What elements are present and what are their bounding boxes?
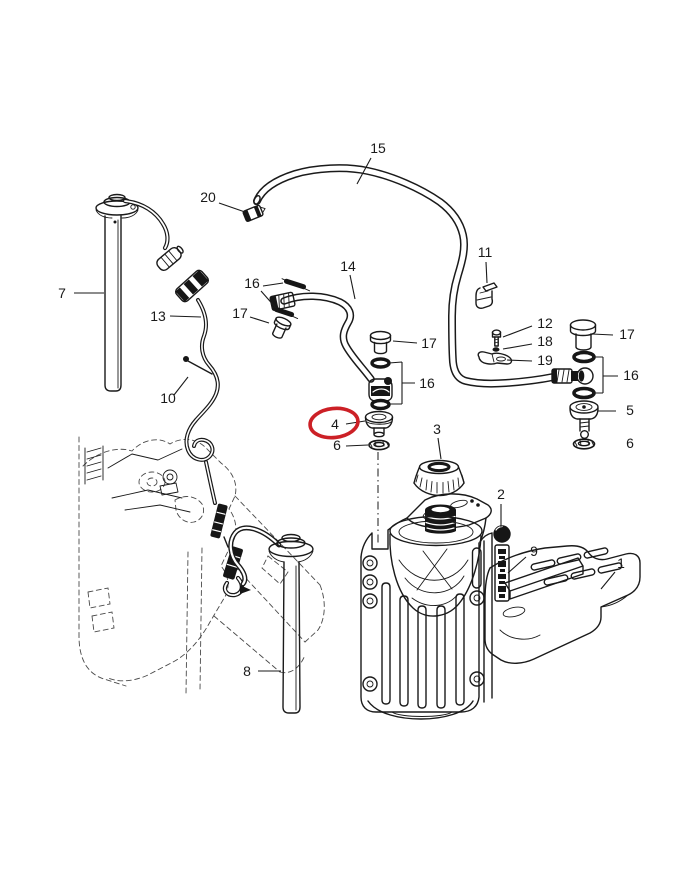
leader-p20 (218, 202, 246, 213)
callout-9: 9 (530, 543, 538, 559)
leader-p12 (502, 325, 533, 338)
cable-connector-upper (156, 245, 184, 271)
plug-2 (493, 525, 511, 543)
cable-connector-lower (174, 269, 210, 303)
callout-13: 13 (150, 308, 166, 324)
pump-body (360, 515, 493, 720)
bracket-19 (477, 351, 513, 365)
seal-16-left-lower (271, 306, 299, 319)
leader-p6-mid (345, 444, 369, 447)
callout-17-right: 17 (619, 326, 635, 342)
o-ring-16-right-upper (572, 350, 596, 364)
leader-p17-left (249, 316, 270, 324)
filler-neck (425, 504, 456, 534)
leader-p11 (485, 261, 488, 284)
decal-9 (494, 544, 510, 602)
callout-3: 3 (433, 421, 441, 437)
callout-16-mid: 16 (419, 375, 435, 391)
callout-5: 5 (626, 402, 634, 418)
nut-18 (492, 347, 500, 352)
pin-10 (183, 356, 213, 375)
callout-6-mid: 6 (333, 437, 341, 453)
engine-block-ghost-outline (78, 436, 325, 695)
clip-11 (475, 282, 498, 309)
leader-p15 (356, 157, 372, 185)
leader-p17-mid (392, 340, 418, 344)
callout-6-right: 6 (626, 435, 634, 451)
callout-1: 1 (617, 555, 625, 571)
leader-p16-right (592, 356, 618, 394)
callout-20: 20 (200, 189, 216, 205)
dipstick-tube-8 (228, 525, 314, 714)
leader-p18 (502, 343, 533, 350)
engine-front-detail (84, 445, 191, 513)
leader-p17-right (591, 333, 614, 336)
callout-16-left: 16 (244, 275, 260, 291)
screw-12 (491, 329, 502, 347)
bolt-bosses (362, 555, 485, 692)
hose-15 (253, 164, 594, 388)
callout-19: 19 (537, 352, 553, 368)
breather-valve-4 (364, 410, 394, 438)
o-ring-16-right-lower (572, 386, 596, 400)
leader-p3 (437, 437, 442, 460)
cable-sensor-segment-1 (210, 503, 228, 539)
banjo-ball-fitting (576, 367, 594, 385)
callout-18: 18 (537, 333, 553, 349)
red-highlight-ellipse (308, 406, 360, 440)
seal-16-left-upper (281, 278, 311, 292)
leader-p1 (600, 571, 616, 590)
leader-p14 (349, 274, 356, 300)
leader-p4 (345, 420, 366, 425)
plug-17-right (569, 319, 597, 351)
callout-11: 11 (478, 244, 493, 260)
filler-cap-3 (413, 459, 465, 497)
callout-15: 15 (370, 140, 386, 156)
pump-reservoir-assembly (360, 459, 641, 720)
bolt-17-left (272, 316, 292, 339)
leader-p19 (506, 359, 533, 362)
callout-14: 14 (340, 258, 356, 274)
o-ring-16-mid-lower (370, 398, 391, 411)
valve-5 (569, 400, 599, 440)
bracket-slots (530, 547, 623, 586)
cable-end-tip (240, 585, 251, 594)
mounting-bracket-1 (484, 545, 641, 664)
seal-washer-6-mid (368, 439, 390, 451)
callout-10: 10 (160, 390, 176, 406)
hose-crimp-fitting (551, 368, 578, 384)
sender-cable-13 (122, 198, 251, 598)
hose-14 (269, 291, 393, 402)
leader-p10 (173, 376, 189, 396)
leader-p9 (507, 556, 527, 574)
o-ring-16-mid-upper (370, 357, 391, 369)
callout-12: 12 (537, 315, 553, 331)
hose-connector-20 (242, 204, 266, 222)
leader-lines (74, 157, 618, 672)
hose-14-elbow-fitting (368, 377, 393, 402)
callout-7: 7 (58, 285, 66, 301)
callout-16-right: 16 (623, 367, 639, 383)
leader-p13 (169, 315, 202, 318)
seal-washer-6-right (572, 438, 596, 450)
leader-p16-mid (388, 361, 415, 405)
plug-17-mid (369, 330, 392, 355)
callout-17-left: 17 (232, 305, 248, 321)
callout-17-mid: 17 (421, 335, 437, 351)
callout-8: 8 (243, 663, 251, 679)
callout-2: 2 (497, 486, 505, 502)
callout-4: 4 (331, 416, 339, 432)
leader-p16-left (260, 282, 284, 309)
callout-labels: 15 20 7 13 10 16 17 14 17 16 4 6 3 11 12… (58, 140, 639, 679)
